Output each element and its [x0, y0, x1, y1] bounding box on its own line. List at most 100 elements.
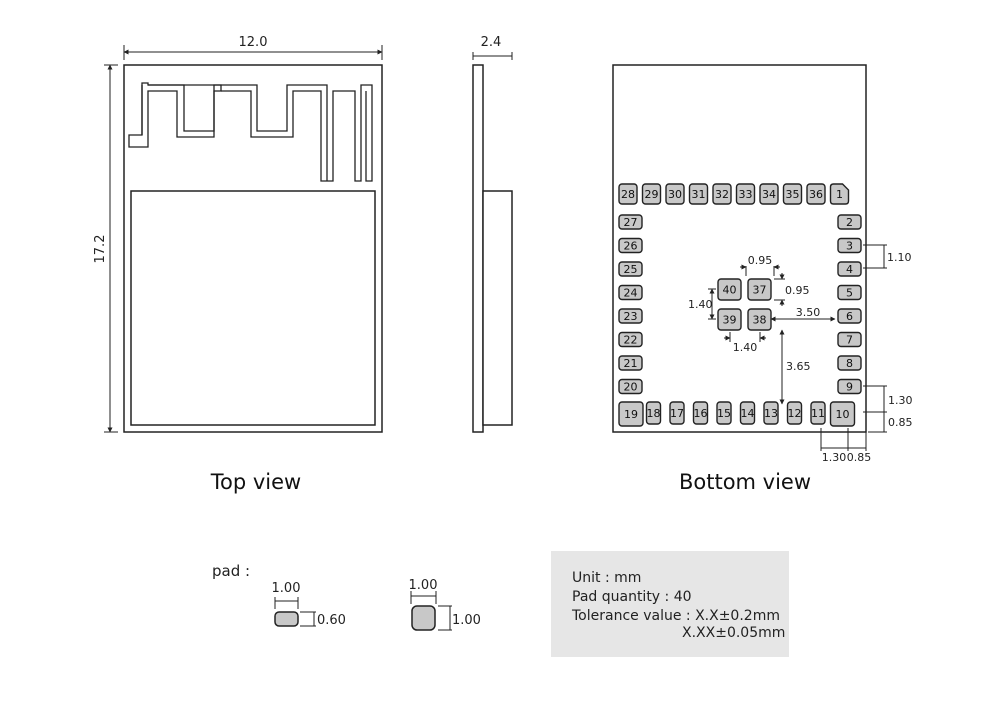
pad-32: 32: [712, 183, 732, 205]
pad-1: 1: [829, 183, 850, 205]
pad-number: 35: [786, 188, 800, 201]
pad-number: 3: [846, 240, 853, 253]
pad-33: 33: [735, 183, 756, 205]
bottom-view-caption: Bottom view: [679, 470, 811, 494]
pad-shape: [829, 401, 856, 427]
pad-5: 5: [837, 284, 862, 301]
pad-shape: [786, 401, 803, 425]
pad-number: 30: [668, 188, 682, 201]
pad-shape: [837, 214, 862, 230]
pad-shape: [717, 308, 742, 331]
pad-number: 25: [624, 263, 638, 276]
pad-shape: [618, 308, 643, 324]
pad-shape: [837, 331, 862, 348]
pad-shape: [618, 261, 643, 277]
pad-28: 28: [618, 183, 638, 205]
pad-number: 36: [809, 188, 823, 201]
pad-shape: [829, 183, 850, 205]
pad-number: 28: [621, 188, 635, 201]
pad-14: 14: [739, 401, 756, 425]
pad-39: 39: [717, 308, 742, 331]
pad-number: 24: [624, 287, 638, 300]
bottom-outline: [612, 64, 867, 433]
pad-shape: [837, 284, 862, 301]
pad-shape: [810, 401, 826, 425]
pad-number: 29: [645, 188, 659, 201]
pad1-height-label: 0.60: [317, 613, 346, 628]
pad-number: 5: [846, 287, 853, 300]
note-tolerance-2: X.XX±0.05mm: [682, 625, 785, 641]
pad-13: 13: [763, 401, 779, 425]
pad-19: 19: [618, 401, 644, 427]
dim-corner-v-edge: 0.85: [888, 416, 913, 429]
dim-center-pad-height: 0.95: [785, 284, 810, 297]
pad-shape: [618, 331, 643, 348]
pad-shape: [739, 401, 756, 425]
top-view: 12.0 17.2 Top view: [93, 35, 383, 494]
pad-number: 2: [846, 216, 853, 229]
pad-number: 20: [624, 381, 638, 394]
dim-side-pitch: 1.10: [887, 251, 912, 264]
pad-29: 29: [641, 183, 662, 205]
pad-31: 31: [688, 183, 709, 205]
pad-shape: [692, 401, 709, 425]
pad-shape: [837, 355, 862, 371]
dim-corner-v: 1.30: [888, 394, 913, 407]
side-pcb: [472, 64, 484, 433]
pad-shape: [665, 183, 685, 205]
pad-number: 13: [764, 407, 778, 420]
pad-shape: [782, 183, 803, 205]
pad-shape: [747, 278, 772, 301]
pad-number: 10: [836, 408, 850, 421]
pad-10: 10: [829, 401, 856, 427]
pad-24: 24: [618, 284, 643, 301]
pad-shape: [806, 183, 826, 205]
pad-number: 26: [624, 240, 638, 253]
dim-center-hpitch: 1.40: [733, 341, 758, 354]
notes-box: Unit : mm Pad quantity : 40 Tolerance va…: [551, 551, 789, 657]
pad-25: 25: [618, 261, 643, 277]
pad-number: 15: [717, 407, 731, 420]
note-tolerance: Tolerance value : X.X±0.2mm: [571, 608, 780, 624]
dim-corner-h-edge: 0.85: [847, 451, 872, 464]
pad-11: 11: [810, 401, 826, 425]
pad-8: 8: [837, 355, 862, 371]
side-view: 2.4: [472, 35, 513, 433]
side-thickness-label: 2.4: [481, 35, 502, 50]
pad-23: 23: [618, 308, 643, 324]
pad-16: 16: [692, 401, 709, 425]
pad-number: 37: [753, 284, 767, 297]
pad-shape: [688, 183, 709, 205]
pad-34: 34: [759, 183, 779, 205]
pad-9: 9: [837, 378, 862, 395]
dim-to-bottom: 3.65: [786, 360, 811, 373]
pad-number: 4: [846, 263, 853, 276]
pad-number: 1: [836, 188, 843, 201]
pad2-height-label: 1.00: [452, 613, 481, 628]
pad-number: 11: [811, 407, 825, 420]
pad-number: 33: [739, 188, 753, 201]
pad-7: 7: [837, 331, 862, 348]
pad-number: 12: [788, 407, 802, 420]
pad-21: 21: [618, 355, 643, 371]
pad-shape: [837, 261, 862, 277]
pad-30: 30: [665, 183, 685, 205]
pad-20: 20: [618, 378, 643, 395]
pad-number: 27: [624, 216, 638, 229]
pad-legend-label: pad :: [212, 562, 250, 580]
pad-number: 18: [647, 407, 661, 420]
pad-40: 40: [717, 278, 742, 301]
pad-6: 6: [837, 308, 862, 324]
dim-corner-h: 1.30: [822, 451, 847, 464]
pad-shape: [712, 183, 732, 205]
pad-shape: [618, 183, 638, 205]
dim-center-vpitch: 1.40: [688, 298, 713, 311]
pad-square-sample: [411, 605, 436, 631]
pad-shape: [763, 401, 779, 425]
pad-12: 12: [786, 401, 803, 425]
dim-center-pad-width: 0.95: [748, 254, 773, 267]
shield-can: [130, 190, 376, 426]
